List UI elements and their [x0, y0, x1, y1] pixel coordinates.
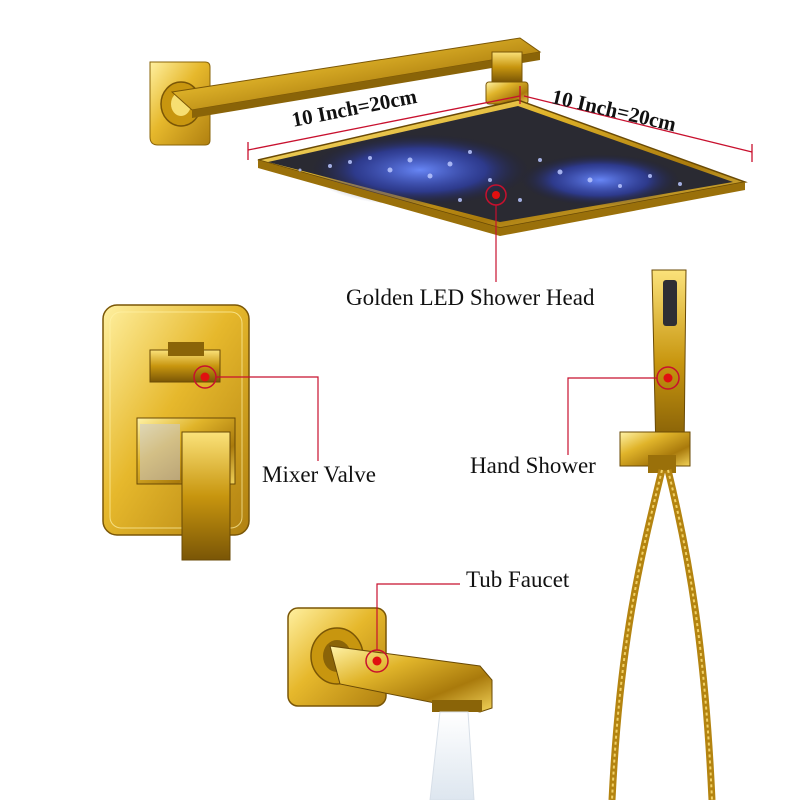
shower-head-label: Golden LED Shower Head: [346, 285, 595, 310]
hand-shower-callout: [567, 366, 680, 455]
hand-shower: [608, 269, 716, 801]
mixer-valve-callout: [193, 365, 319, 461]
tub-faucet-callout: [365, 583, 460, 673]
tub-faucet-label: Tub Faucet: [466, 567, 570, 592]
led-shower-head: [257, 99, 748, 236]
shower-arm: [149, 37, 542, 146]
tub-faucet: [287, 607, 493, 801]
shower-head-callout: [485, 184, 507, 282]
mixer-valve: [102, 304, 250, 561]
dimension-lines: [247, 86, 753, 162]
hand-shower-label: Hand Shower: [470, 453, 596, 478]
mixer-valve-label: Mixer Valve: [262, 462, 376, 487]
